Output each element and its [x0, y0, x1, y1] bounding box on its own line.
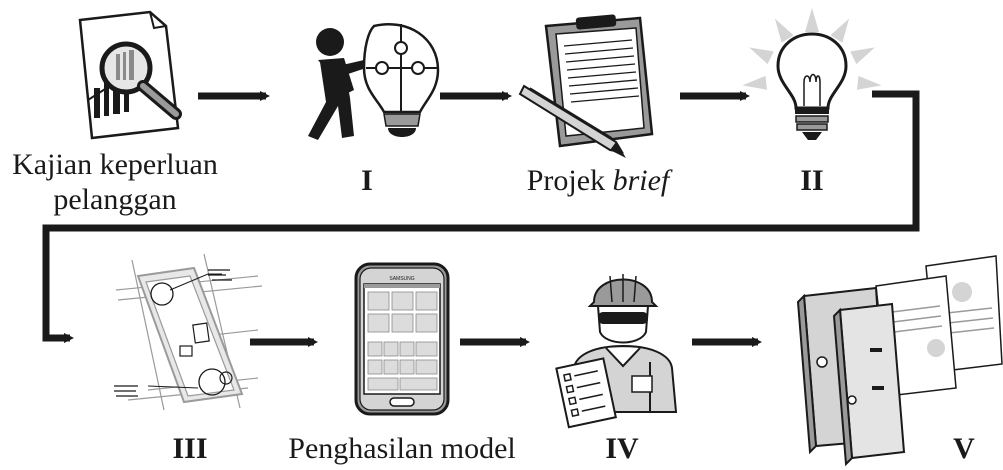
technical-sketch-icon	[114, 253, 263, 411]
document-magnifier-icon	[78, 10, 182, 140]
label-project-brief-prefix: Projek	[527, 164, 613, 197]
label-step-v: V	[953, 432, 975, 465]
smartphone-icon: SAMSUNG	[354, 262, 450, 416]
lightbulb-icon	[742, 8, 882, 140]
label-project-brief-italic: brief	[613, 164, 673, 197]
label-step-iv: IV	[605, 432, 639, 465]
person-puzzle-bulb-icon	[308, 23, 440, 140]
label-customer-study-line1: Kajian keperluan	[12, 148, 218, 181]
label-customer-study-line2: pelanggan	[53, 183, 176, 216]
worker-checklist-icon	[555, 274, 678, 429]
label-step-ii: II	[800, 164, 823, 197]
label-model-production: Penghasilan model	[288, 432, 515, 465]
clipboard-pen-icon	[518, 14, 654, 158]
phone-brand-text: SAMSUNG	[389, 276, 414, 282]
binders-documents-icon	[796, 255, 1003, 467]
label-step-iii: III	[172, 432, 207, 465]
label-project-brief: Projek brief	[527, 164, 673, 197]
connector-row1-to-row2	[42, 90, 920, 343]
label-step-i: I	[361, 164, 373, 197]
